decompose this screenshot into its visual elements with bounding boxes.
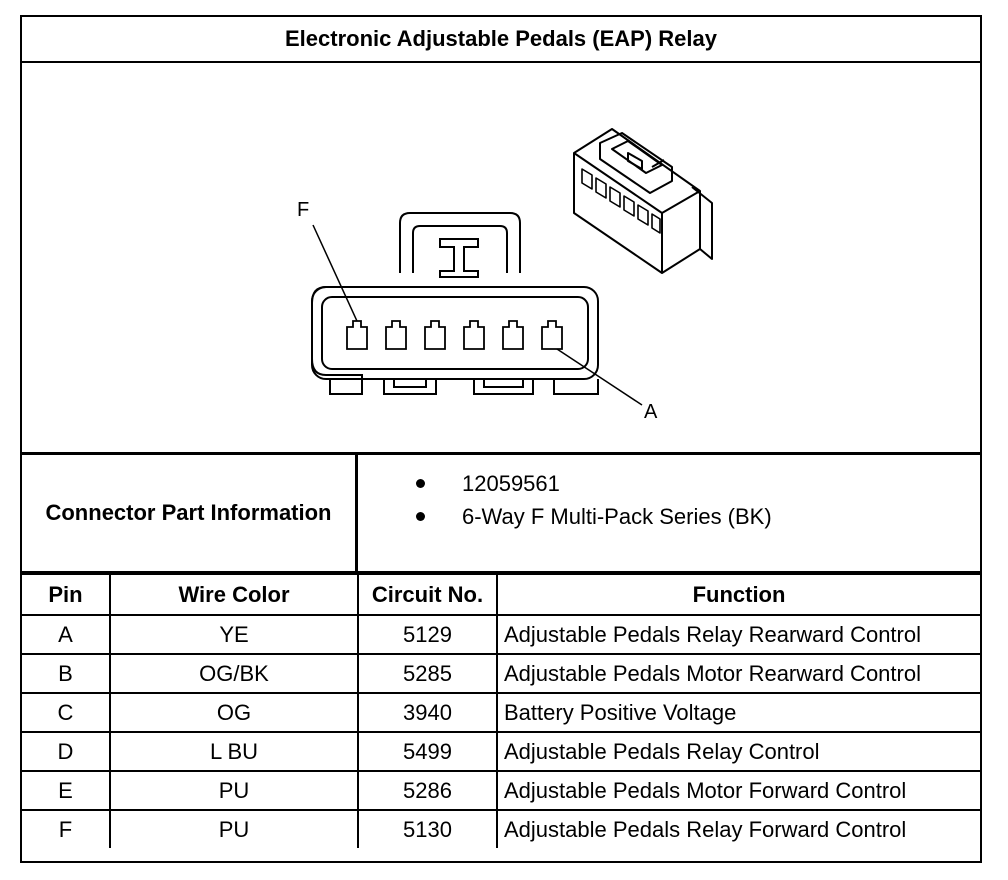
header-function: Function bbox=[496, 573, 980, 616]
bullet-icon bbox=[416, 479, 425, 488]
circuit-cell: 5129 bbox=[357, 614, 498, 655]
connector-part-info-label: Connector Part Information bbox=[22, 455, 358, 571]
table-row: F PU 5130 Adjustable Pedals Relay Forwar… bbox=[22, 809, 980, 848]
circuit-cell: 5285 bbox=[357, 653, 498, 694]
connector-series-item: 6-Way F Multi-Pack Series (BK) bbox=[358, 500, 980, 533]
connector-part-info-list: 12059561 6-Way F Multi-Pack Series (BK) bbox=[358, 455, 980, 571]
connector-figure: F A bbox=[22, 63, 980, 455]
header-pin: Pin bbox=[22, 573, 111, 616]
connector-isometric-icon bbox=[573, 128, 713, 274]
pin-table: Pin Wire Color Circuit No. Function A YE… bbox=[22, 573, 980, 848]
six-way-connector-face-icon bbox=[311, 212, 643, 406]
table-row: A YE 5129 Adjustable Pedals Relay Rearwa… bbox=[22, 614, 980, 655]
wire-color-cell: OG bbox=[109, 692, 359, 733]
header-circuit: Circuit No. bbox=[357, 573, 498, 616]
bullet-icon bbox=[416, 512, 425, 521]
part-number-item: 12059561 bbox=[358, 467, 980, 500]
callout-f: F bbox=[297, 199, 309, 221]
wire-color-cell: PU bbox=[109, 809, 359, 848]
function-cell: Adjustable Pedals Relay Control bbox=[496, 731, 980, 772]
connector-series: 6-Way F Multi-Pack Series (BK) bbox=[462, 504, 772, 529]
pin-cell: F bbox=[22, 809, 111, 848]
pin-cell: A bbox=[22, 614, 111, 655]
wire-color-cell: YE bbox=[109, 614, 359, 655]
pin-cell: E bbox=[22, 770, 111, 811]
wire-color-cell: PU bbox=[109, 770, 359, 811]
pin-cell: C bbox=[22, 692, 111, 733]
function-cell: Adjustable Pedals Relay Forward Control bbox=[496, 809, 980, 848]
connector-sheet: Electronic Adjustable Pedals (EAP) Relay bbox=[20, 15, 982, 863]
table-row: B OG/BK 5285 Adjustable Pedals Motor Rea… bbox=[22, 653, 980, 694]
sheet-title: Electronic Adjustable Pedals (EAP) Relay bbox=[22, 17, 980, 63]
pin-cell: B bbox=[22, 653, 111, 694]
circuit-cell: 3940 bbox=[357, 692, 498, 733]
function-cell: Battery Positive Voltage bbox=[496, 692, 980, 733]
function-cell: Adjustable Pedals Relay Rearward Control bbox=[496, 614, 980, 655]
part-number: 12059561 bbox=[462, 471, 560, 496]
circuit-cell: 5286 bbox=[357, 770, 498, 811]
function-cell: Adjustable Pedals Motor Forward Control bbox=[496, 770, 980, 811]
connector-part-info: Connector Part Information 12059561 6-Wa… bbox=[22, 455, 980, 573]
wire-color-cell: L BU bbox=[109, 731, 359, 772]
wire-color-cell: OG/BK bbox=[109, 653, 359, 694]
connector-drawing: F A bbox=[297, 128, 713, 423]
table-header-row: Pin Wire Color Circuit No. Function bbox=[22, 573, 980, 616]
circuit-cell: 5130 bbox=[357, 809, 498, 848]
header-wire-color: Wire Color bbox=[109, 573, 359, 616]
table-row: C OG 3940 Battery Positive Voltage bbox=[22, 692, 980, 733]
table-row: D L BU 5499 Adjustable Pedals Relay Cont… bbox=[22, 731, 980, 772]
function-cell: Adjustable Pedals Motor Rearward Control bbox=[496, 653, 980, 694]
callout-a: A bbox=[644, 401, 658, 423]
table-row: E PU 5286 Adjustable Pedals Motor Forwar… bbox=[22, 770, 980, 811]
pin-cell: D bbox=[22, 731, 111, 772]
circuit-cell: 5499 bbox=[357, 731, 498, 772]
